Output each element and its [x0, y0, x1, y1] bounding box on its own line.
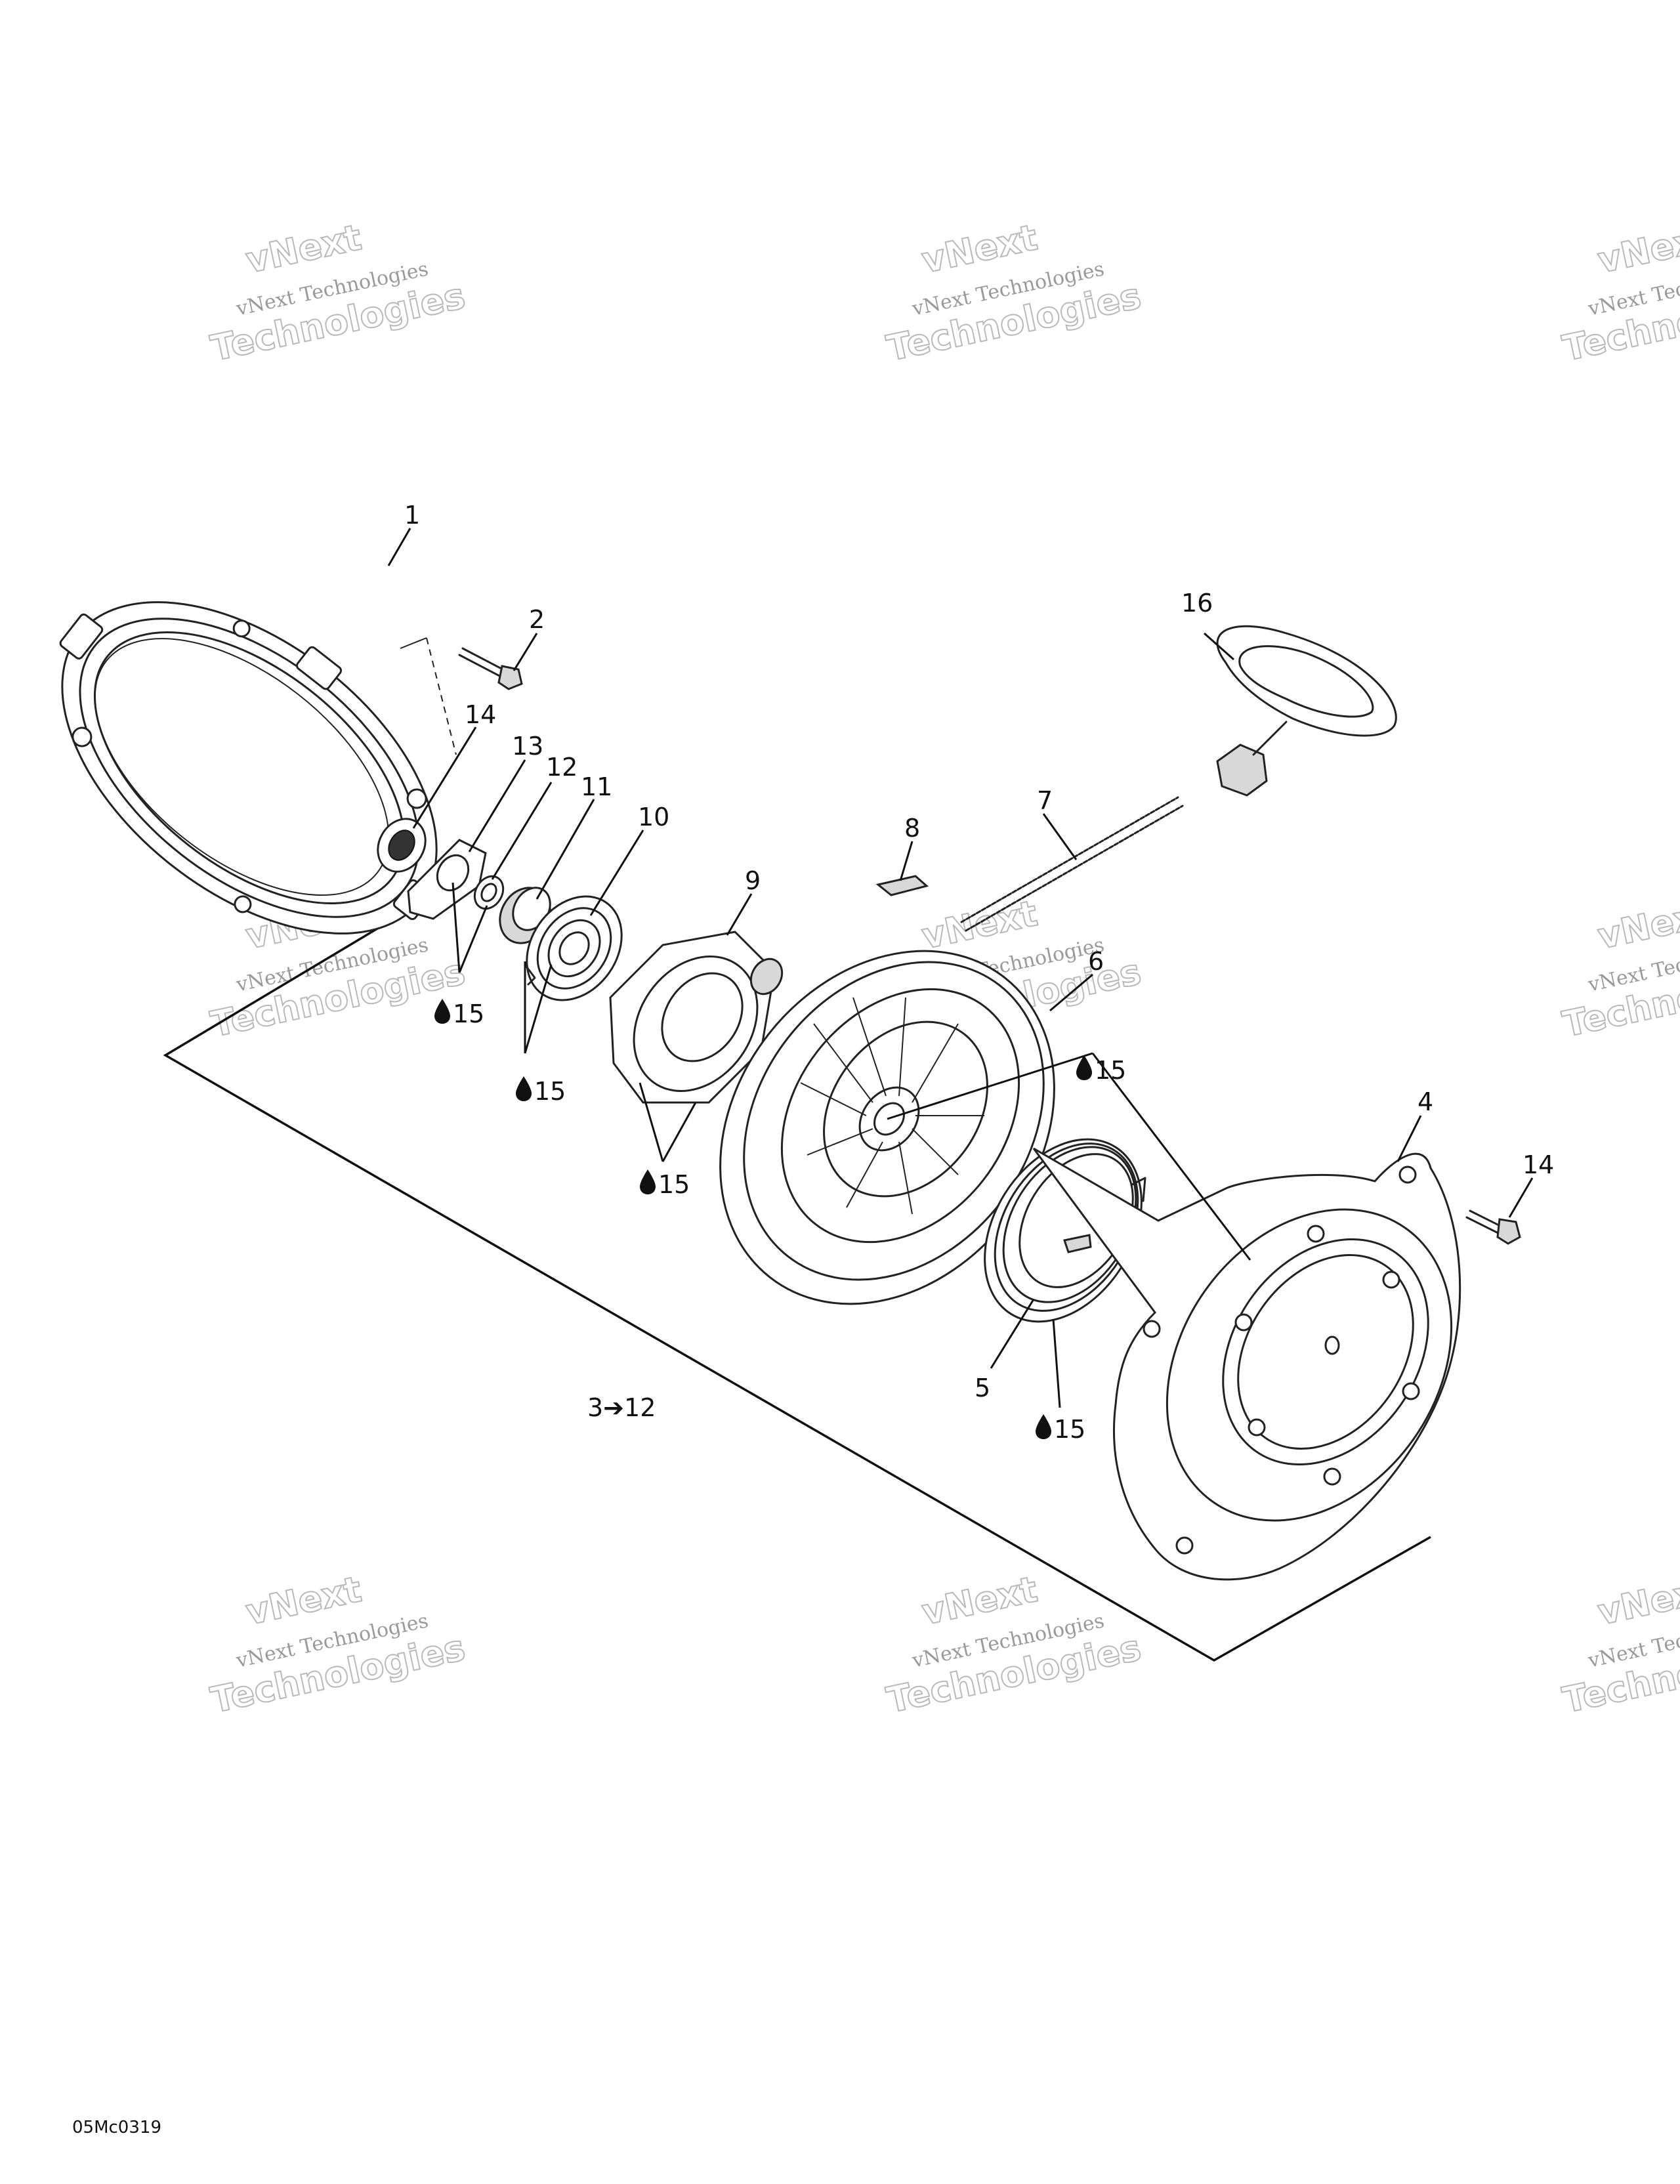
part-9-spring-coil — [524, 895, 623, 1001]
watermark: vNext vNext Technologies Technologies — [1559, 892, 1680, 1046]
watermark: vNext vNext Technologies Technologies — [1559, 1568, 1680, 1722]
reference-code: 05Mc0319 — [72, 2118, 161, 2137]
part-14-bolt — [1465, 1209, 1521, 1245]
part-7-key — [875, 875, 929, 896]
svg-text:15: 15 — [534, 1077, 566, 1106]
oil-drop-icon — [1036, 1414, 1051, 1439]
lube-marker: 15 — [434, 999, 484, 1028]
lube-markers: 15 15 15 15 15 — [434, 999, 1126, 1444]
svg-text:15: 15 — [1095, 1056, 1126, 1085]
lube-marker: 15 — [516, 1076, 566, 1106]
svg-text:15: 15 — [1054, 1415, 1085, 1444]
part-13-gear-washer — [377, 818, 427, 873]
svg-text:vNext: vNext — [1594, 217, 1680, 282]
watermark: vNext vNext Technologies Technologies — [1559, 216, 1680, 370]
callout-13: 14 — [465, 700, 496, 729]
svg-text:vNext: vNext — [918, 217, 1041, 282]
svg-text:vNext: vNext — [242, 1568, 365, 1633]
callout-1: 1 — [404, 501, 420, 530]
watermark: vNext vNext Technologies Technologies — [883, 216, 1145, 370]
svg-text:vNext: vNext — [918, 892, 1041, 957]
svg-text:15: 15 — [453, 999, 484, 1028]
callout-6: 7 — [1037, 786, 1053, 815]
callout-16: 16 — [1181, 589, 1213, 618]
svg-text:vNext: vNext — [918, 1568, 1041, 1633]
callout-2: 2 — [529, 605, 545, 634]
callout-11: 12 — [546, 753, 578, 782]
callout-8: 9 — [745, 866, 761, 895]
callout-9: 10 — [638, 803, 669, 831]
part-8-hub-cup — [609, 931, 784, 1104]
callout-3: 4 — [1418, 1087, 1433, 1116]
callout-14: 14 — [1522, 1150, 1554, 1179]
lube-marker: 15 — [640, 1169, 690, 1199]
lube-marker: 15 — [1036, 1414, 1085, 1444]
watermark: vNext vNext Technologies Technologies — [883, 1568, 1145, 1722]
oil-drop-icon — [516, 1076, 532, 1101]
oil-drop-icon — [640, 1169, 656, 1194]
callouts: 1 2 14 13 12 11 10 9 8 7 6 16 4 14 5 3➔1… — [404, 501, 1554, 1422]
oil-drop-icon — [434, 999, 450, 1024]
assembly-outline — [163, 925, 1431, 1662]
callout-10: 11 — [581, 772, 612, 801]
oil-drop-icon — [1076, 1055, 1092, 1080]
part-11-ring — [473, 875, 505, 910]
svg-text:vNext: vNext — [242, 217, 365, 282]
watermark: vNext vNext Technologies Technologies — [207, 1568, 469, 1722]
watermark: vNext vNext Technologies Technologies — [207, 216, 469, 370]
callout-5: 6 — [1088, 947, 1104, 976]
part-6-rope — [960, 796, 1184, 932]
callout-7: 8 — [904, 814, 920, 843]
svg-text:vNext: vNext — [1594, 892, 1680, 957]
lube-marker: 15 — [1076, 1055, 1126, 1085]
part-4-recoil-spring — [984, 1138, 1146, 1323]
svg-text:vNext: vNext — [1594, 1568, 1680, 1633]
part-3-starter-housing — [1032, 1147, 1461, 1581]
callout-12: 13 — [512, 732, 543, 761]
part-1-flange-ring — [59, 601, 438, 934]
leader-lines — [387, 528, 1534, 1408]
callout-4: 5 — [975, 1374, 990, 1402]
part-2-bolt — [400, 637, 523, 755]
svg-text:15: 15 — [658, 1170, 690, 1199]
part-16-handle — [1216, 625, 1397, 797]
assembly-range-label: 3➔12 — [587, 1393, 656, 1422]
